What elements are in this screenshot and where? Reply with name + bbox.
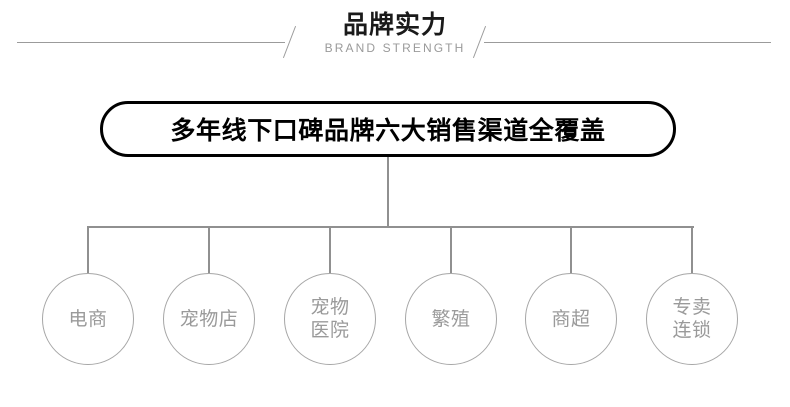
channel-label-4: 繁殖 xyxy=(431,308,471,330)
connector-drop-3 xyxy=(329,226,331,273)
headline-banner: 多年线下口碑品牌六大销售渠道全覆盖 xyxy=(100,101,676,157)
channel-label-2: 宠物店 xyxy=(179,308,239,330)
channel-circle-6: 专卖 连锁 xyxy=(646,273,738,365)
channel-circle-2: 宠物店 xyxy=(163,273,255,365)
channel-label-3: 宠物 医院 xyxy=(310,297,350,341)
channel-circle-4: 繁殖 xyxy=(405,273,497,365)
connector-drop-4 xyxy=(450,226,452,273)
section-title-en: BRAND STRENGTH xyxy=(324,41,466,55)
channel-circle-1: 电商 xyxy=(42,273,134,365)
section-header: 品牌实力 BRAND STRENGTH xyxy=(0,0,790,70)
connector-drop-6 xyxy=(691,226,693,273)
header-rule-left xyxy=(17,42,285,43)
channel-label-1: 电商 xyxy=(68,308,108,330)
header-rule-right xyxy=(484,42,771,43)
channel-circle-5: 商超 xyxy=(525,273,617,365)
connector-trunk xyxy=(387,157,389,227)
channel-label-6: 专卖 连锁 xyxy=(672,297,712,341)
connector-drop-1 xyxy=(87,226,89,273)
channel-label-5: 商超 xyxy=(551,308,591,330)
channel-circle-3: 宠物 医院 xyxy=(284,273,376,365)
section-title-cn: 品牌实力 xyxy=(342,11,447,39)
headline-banner-text: 多年线下口碑品牌六大销售渠道全覆盖 xyxy=(170,117,606,145)
connector-horizontal-bar xyxy=(87,226,694,228)
connector-drop-2 xyxy=(208,226,210,273)
connector-drop-5 xyxy=(570,226,572,273)
